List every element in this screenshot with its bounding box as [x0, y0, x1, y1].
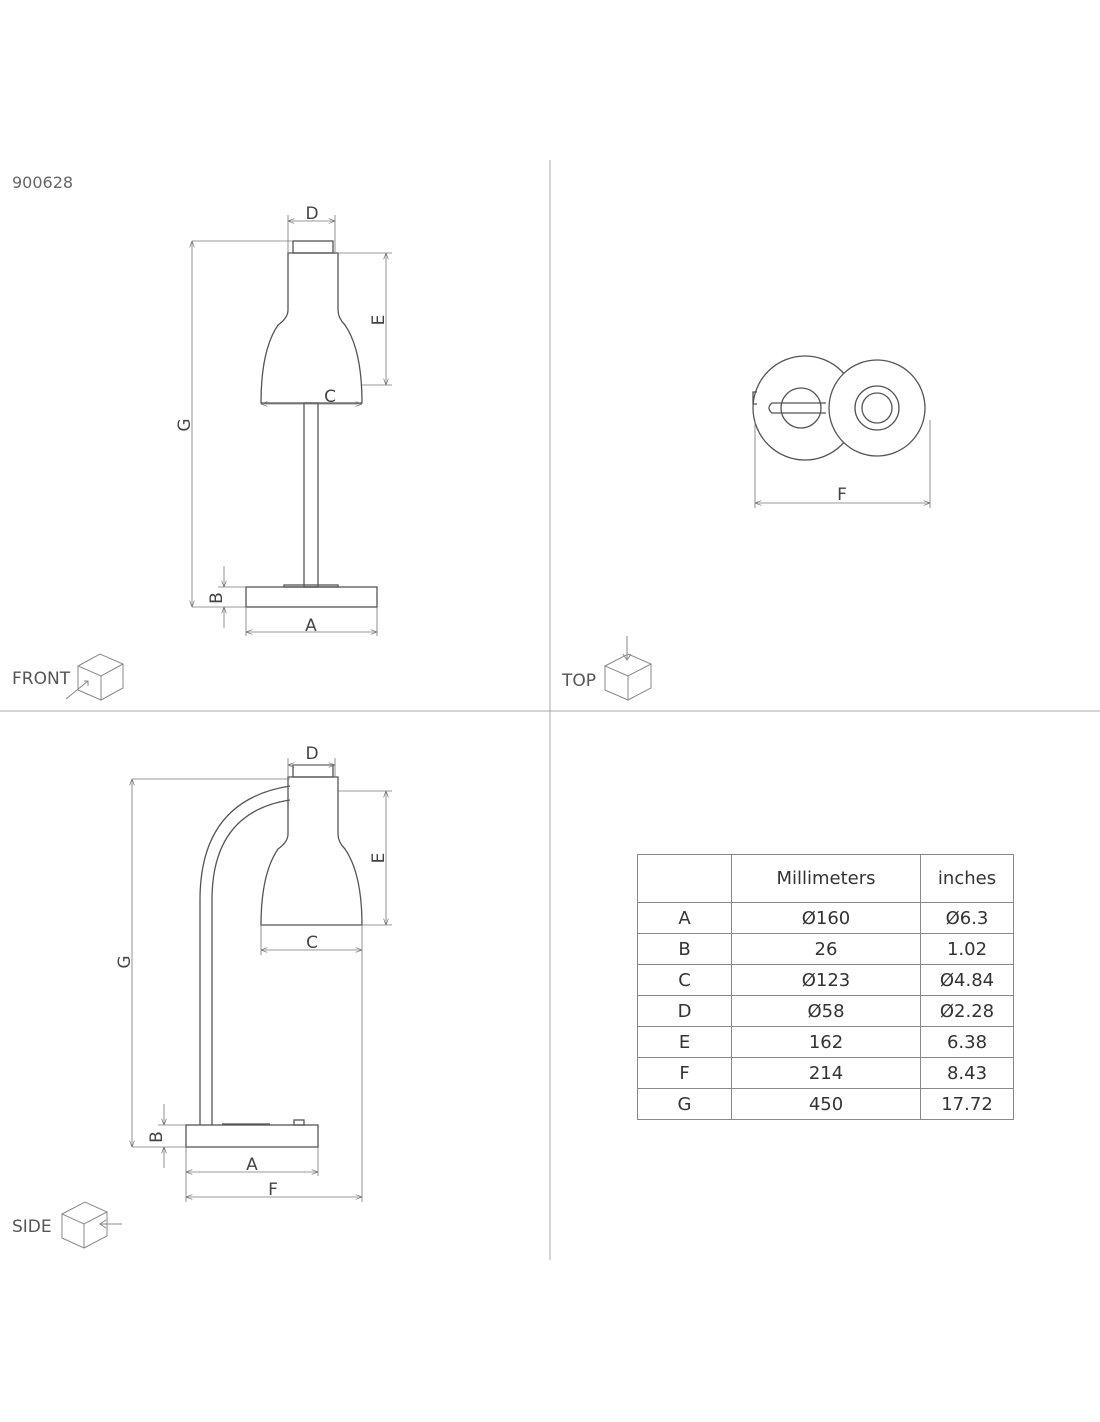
- top-view-label: TOP: [561, 671, 596, 691]
- dim-label-a: A: [305, 616, 317, 636]
- product-code: 900628: [12, 173, 73, 192]
- side-dim-label-f: F: [268, 1180, 278, 1200]
- row-mm: 162: [731, 1026, 921, 1058]
- row-in: 6.38: [920, 1026, 1014, 1058]
- top-dim-label-f: F: [837, 485, 847, 505]
- front-view: D C A G E B: [175, 204, 392, 636]
- row-key: E: [637, 1026, 732, 1058]
- side-view: D C A F G E B: [115, 744, 392, 1202]
- side-dim-label-b: B: [147, 1131, 167, 1143]
- dim-label-g: G: [175, 418, 195, 431]
- row-mm: Ø58: [731, 995, 921, 1027]
- row-in: Ø4.84: [920, 964, 1014, 996]
- row-in: 1.02: [920, 933, 1014, 965]
- row-mm: 214: [731, 1057, 921, 1089]
- dim-label-d: D: [305, 204, 318, 224]
- row-in: 8.43: [920, 1057, 1014, 1089]
- dim-label-c: C: [324, 387, 336, 407]
- row-mm: Ø123: [731, 964, 921, 996]
- row-in: Ø2.28: [920, 995, 1014, 1027]
- dim-label-e: E: [369, 315, 389, 326]
- row-mm: 450: [731, 1088, 921, 1120]
- side-dim-label-c: C: [306, 933, 318, 953]
- side-dim-label-a: A: [246, 1155, 258, 1175]
- side-dim-label-d: D: [305, 744, 318, 764]
- front-cube-icon: [65, 653, 125, 701]
- top-view: F: [752, 355, 931, 508]
- table-header-inches: inches: [920, 854, 1014, 903]
- row-key: G: [637, 1088, 732, 1120]
- row-in: Ø6.3: [920, 902, 1014, 934]
- row-mm: 26: [731, 933, 921, 965]
- side-dim-label-g: G: [115, 955, 135, 968]
- side-dim-label-e: E: [369, 853, 389, 864]
- table-header-row: Millimeters inches: [637, 854, 1014, 903]
- row-key: A: [637, 902, 732, 934]
- side-cube-icon: [60, 1201, 122, 1249]
- row-mm: Ø160: [731, 902, 921, 934]
- table-header: [637, 854, 732, 903]
- dim-label-b: B: [207, 592, 227, 604]
- row-key: D: [637, 995, 732, 1027]
- side-view-label: SIDE: [12, 1217, 52, 1237]
- row-key: C: [637, 964, 732, 996]
- row-key: F: [637, 1057, 732, 1089]
- row-key: B: [637, 933, 732, 965]
- row-in: 17.72: [920, 1088, 1014, 1120]
- table-header-millimeters: Millimeters: [731, 854, 921, 903]
- top-cube-icon: [603, 636, 653, 701]
- front-view-label: FRONT: [12, 669, 71, 689]
